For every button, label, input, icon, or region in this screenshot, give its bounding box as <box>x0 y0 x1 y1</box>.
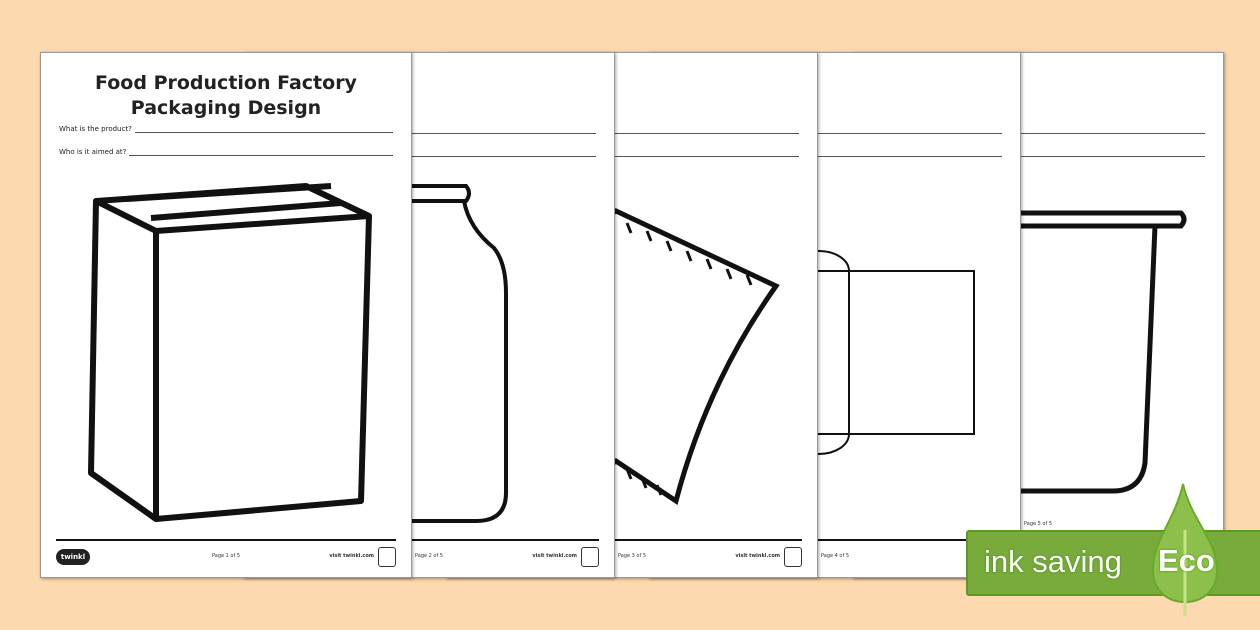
page-footer: Page 3 of 5 visit twinkl.com <box>462 539 802 569</box>
page-footer: Page 2 of 5 visit twinkl.com <box>259 539 599 569</box>
answer-line <box>134 132 393 133</box>
answer-line <box>668 133 1002 134</box>
page-number: Page 1 of 5 <box>211 553 241 559</box>
eco-label: Eco <box>1158 543 1215 578</box>
page-number: Page 3 of 5 <box>617 553 647 559</box>
badge-icon <box>581 547 599 567</box>
visit-link: visit twinkl.com <box>532 553 577 559</box>
answer-line <box>262 156 596 157</box>
twinkl-logo: twinkl <box>56 549 90 565</box>
worksheet-title: Food Production Factory <box>95 72 357 94</box>
answer-line <box>871 133 1205 134</box>
page-number: Page 4 of 5 <box>820 553 850 559</box>
page-footer: Page 4 of 5 <box>665 539 1005 569</box>
answer-line <box>871 156 1205 157</box>
answer-line <box>129 155 393 156</box>
page-footer: twinkl Page 1 of 5 visit twinkl.com <box>56 539 396 569</box>
page-number: Page 5 of 5 <box>1023 521 1053 527</box>
worksheet-subtitle: Packaging Design <box>130 97 322 119</box>
answer-line <box>668 156 1002 157</box>
leaf-icon <box>1151 483 1219 616</box>
answer-line <box>465 133 799 134</box>
badge-icon <box>378 547 396 567</box>
audience-question: Who is it aimed at? <box>59 148 393 156</box>
badge-icon <box>784 547 802 567</box>
answer-line <box>465 156 799 157</box>
page-number: Page 2 of 5 <box>414 553 444 559</box>
visit-link: visit twinkl.com <box>735 553 780 559</box>
visit-link: visit twinkl.com <box>329 553 374 559</box>
answer-line <box>262 133 596 134</box>
ink-saving-label: ink saving <box>984 544 1122 579</box>
product-question: What is the product? <box>59 125 393 133</box>
cereal-box-drawing <box>88 183 372 522</box>
